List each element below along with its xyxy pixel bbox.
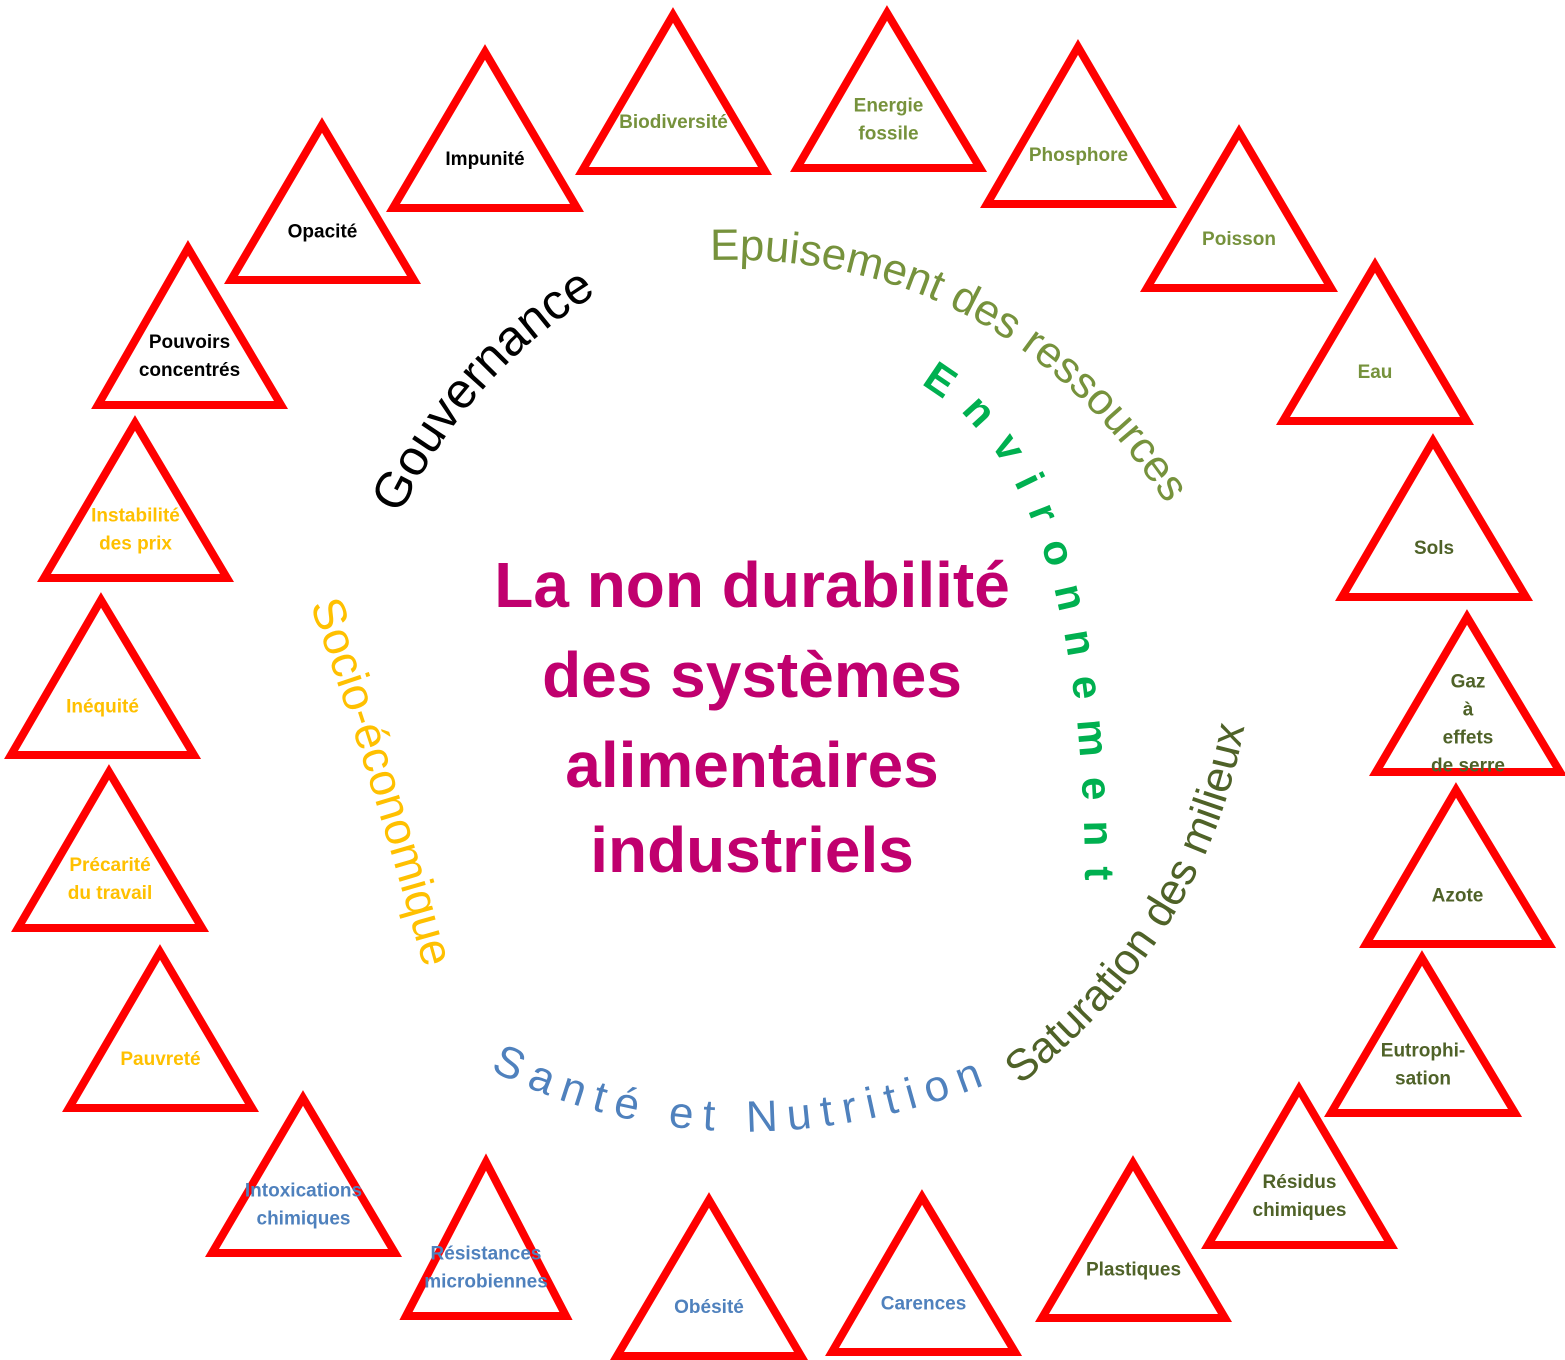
triangle-label-line: Précarité xyxy=(69,855,150,876)
risk-triangle-pouvoirs-concentres: Pouvoirs concentrés xyxy=(91,240,289,409)
triangle-label-line: concentrés xyxy=(139,360,240,381)
title-line-3: alimentaires xyxy=(565,729,939,801)
triangle-label-line: Eau xyxy=(1358,362,1393,383)
triangle-label-line: des prix xyxy=(99,533,172,554)
warning-triangle-shape xyxy=(790,5,988,172)
triangle-label-line: Résidus xyxy=(1263,1172,1337,1193)
central-title: La non durabilité des systèmes alimentai… xyxy=(494,549,1010,886)
triangle-label-line: Poisson xyxy=(1202,229,1276,250)
risk-triangle-eau: Eau xyxy=(1275,257,1475,425)
warning-triangle-shape xyxy=(1324,950,1523,1117)
triangle-label-line: chimiques xyxy=(1253,1200,1347,1221)
triangle-label-line: Instabilité xyxy=(91,505,180,526)
risk-triangle-eutrophisation: Eutrophi-sation xyxy=(1324,950,1523,1117)
category-saturation: Saturation des milieux xyxy=(996,719,1255,1093)
triangle-label-line: Inéquité xyxy=(66,696,139,717)
warning-triangle-shape xyxy=(62,944,260,1112)
triangle-label-line: Pauvreté xyxy=(120,1049,200,1070)
triangle-label-line: Résistances xyxy=(431,1244,542,1265)
title-line-1: La non durabilité xyxy=(494,549,1010,621)
warning-triangle-shape xyxy=(825,1189,1023,1356)
category-health: Santé et Nutrition xyxy=(486,1035,998,1142)
triangle-label-line: du travail xyxy=(68,883,152,904)
risk-triangle-obesite: Obésité xyxy=(609,1192,809,1360)
warning-triangle-shape xyxy=(1139,124,1339,292)
risk-triangle-phosphore: Phosphore xyxy=(980,39,1177,208)
triangle-label-line: Azote xyxy=(1432,886,1484,907)
risk-triangle-poisson: Poisson xyxy=(1139,124,1339,292)
triangle-label-line: Biodiversité xyxy=(619,112,728,133)
risk-triangle-resistances-microbiennes: Résistances microbiennes xyxy=(399,1153,573,1320)
triangle-label-line: Sols xyxy=(1414,538,1454,559)
triangle-label-line: Opacité xyxy=(288,221,358,242)
triangle-label-line: de serre xyxy=(1431,755,1505,776)
risk-triangle-plastiques: Plastiques xyxy=(1035,1155,1233,1322)
warning-triangle-shape xyxy=(980,39,1177,208)
warning-triangle-shape xyxy=(37,415,235,582)
warning-triangle-shape xyxy=(4,592,202,759)
warning-triangle-shape xyxy=(1201,1081,1399,1249)
triangle-label-line: Energie xyxy=(854,95,924,116)
triangle-label-line: effets xyxy=(1443,727,1494,748)
warning-triangle-shape xyxy=(1275,257,1475,425)
triangle-label-line: Eutrophi- xyxy=(1381,1040,1465,1061)
risk-triangle-residus-chimiques: Résidus chimiques xyxy=(1201,1081,1399,1249)
title-line-4: industriels xyxy=(590,814,914,886)
risk-triangle-sols: Sols xyxy=(1335,433,1534,601)
triangle-label-line: sation xyxy=(1395,1068,1451,1089)
risk-triangle-opacite: Opacité xyxy=(224,117,422,284)
warning-triangle-shape xyxy=(1335,433,1534,601)
risk-triangle-intoxications-chimiques: Intoxications chimiques xyxy=(205,1090,403,1257)
risk-triangle-azote: Azote xyxy=(1359,782,1557,948)
warning-triangle-shape xyxy=(224,117,422,284)
risk-triangle-gaz-effet-serre: Gaz à effets de serre xyxy=(1369,609,1565,776)
warning-triangle-shape xyxy=(1369,609,1565,776)
warning-triangle-shape xyxy=(1359,782,1557,948)
risk-triangle-inequite: Inéquité xyxy=(4,592,202,759)
triangle-label-line: microbiennes xyxy=(424,1272,548,1293)
triangle-label-line: Phosphore xyxy=(1029,145,1128,166)
triangle-label-line: à xyxy=(1463,699,1474,720)
category-governance: Gouvernance xyxy=(360,256,603,520)
triangle-label-line: Pouvoirs xyxy=(149,332,230,353)
warning-triangle-shape xyxy=(205,1090,403,1257)
triangle-label-line: Obésité xyxy=(674,1297,744,1318)
warning-triangle-shape xyxy=(1035,1155,1233,1322)
risk-triangle-precarite-travail: Précarité du travail xyxy=(11,764,210,932)
category-environment: Environnement xyxy=(916,352,1123,900)
category-socio: Socio-économique xyxy=(301,591,465,971)
warning-triangle-shape xyxy=(575,7,773,175)
triangle-label-line: chimiques xyxy=(257,1208,351,1229)
triangle-label-line: Intoxications xyxy=(245,1180,362,1201)
triangle-label-line: fossile xyxy=(858,123,918,144)
risk-triangle-instabilite-prix: Instabilité des prix xyxy=(37,415,235,582)
risk-triangle-carences: Carences xyxy=(825,1189,1023,1356)
risk-triangle-biodiversite: Biodiversité xyxy=(575,7,773,175)
warning-triangle-shape xyxy=(609,1192,809,1360)
warning-triangle-shape xyxy=(11,764,210,932)
title-line-2: des systèmes xyxy=(542,639,962,711)
triangle-label-line: Gaz xyxy=(1451,671,1486,692)
triangle-label-line: Impunité xyxy=(445,149,524,170)
risk-triangle-impunite: Impunité xyxy=(385,44,585,212)
triangle-label-line: Plastiques xyxy=(1086,1259,1181,1280)
risk-triangle-pauvrete: Pauvreté xyxy=(62,944,260,1112)
risk-triangle-energie-fossile: Energie fossile xyxy=(790,5,988,172)
warning-triangle-shape xyxy=(385,44,585,212)
warning-triangle-shape xyxy=(399,1153,573,1320)
risk-triangles: Impunité Biodiversité Energie fossilePhosph… xyxy=(4,5,1565,1360)
triangle-label-line: Carences xyxy=(881,1293,967,1314)
warning-triangle-shape xyxy=(91,240,289,409)
